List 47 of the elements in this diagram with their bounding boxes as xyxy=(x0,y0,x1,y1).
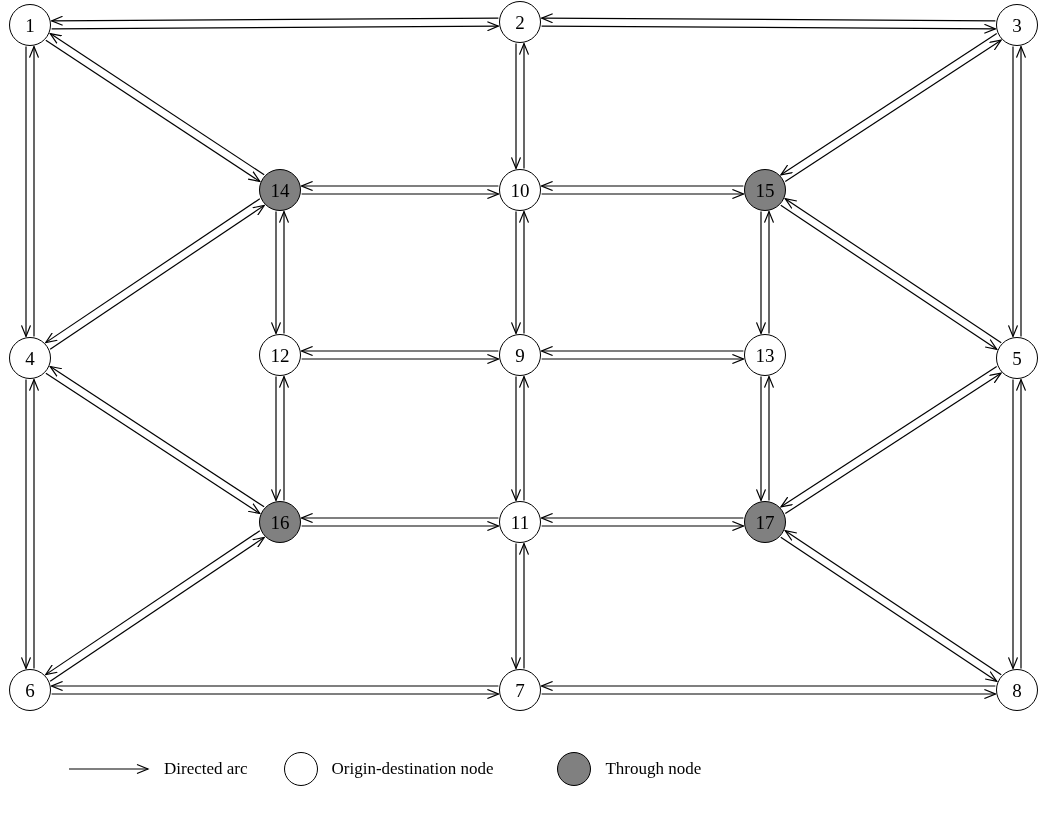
arrow xyxy=(1007,379,1019,669)
arrow xyxy=(270,376,282,501)
arrow xyxy=(20,46,32,337)
arrow xyxy=(755,211,767,334)
arrow xyxy=(755,376,767,501)
arrow xyxy=(510,211,522,334)
arrow xyxy=(541,680,996,692)
arrow xyxy=(541,188,744,200)
arrow xyxy=(510,43,522,169)
arrow xyxy=(51,680,499,692)
arrow xyxy=(278,211,290,334)
arrow xyxy=(541,23,996,34)
arrow xyxy=(541,345,744,357)
arrow xyxy=(541,512,744,524)
arrow xyxy=(301,188,499,200)
arrow xyxy=(301,353,499,365)
arrow xyxy=(28,46,40,337)
arrow xyxy=(510,543,522,669)
arrow xyxy=(541,13,996,24)
arrow xyxy=(518,211,530,334)
arrow xyxy=(518,376,530,501)
arrow xyxy=(301,345,499,357)
arrow xyxy=(541,353,744,365)
arrow xyxy=(20,379,32,669)
arrow xyxy=(1015,46,1027,337)
arrow xyxy=(510,376,522,501)
arrow xyxy=(518,543,530,669)
arrow xyxy=(763,211,775,334)
arrow xyxy=(1015,379,1027,669)
arrow xyxy=(301,180,499,192)
arrow xyxy=(518,43,530,169)
arrow xyxy=(541,520,744,532)
arrow xyxy=(301,520,499,532)
arrow xyxy=(51,15,499,26)
arrow xyxy=(301,512,499,524)
arrow xyxy=(541,180,744,192)
arrow xyxy=(1007,46,1019,337)
arrow xyxy=(51,21,499,32)
legend-label: Origin-destination node xyxy=(331,758,494,781)
legend-label: Through node xyxy=(605,758,702,781)
arrow xyxy=(28,379,40,669)
legend-label: Directed arc xyxy=(164,758,248,781)
arrow xyxy=(270,211,282,334)
arrow xyxy=(278,376,290,501)
arrow xyxy=(541,688,996,700)
arrow xyxy=(763,376,775,501)
arrow xyxy=(51,688,499,700)
